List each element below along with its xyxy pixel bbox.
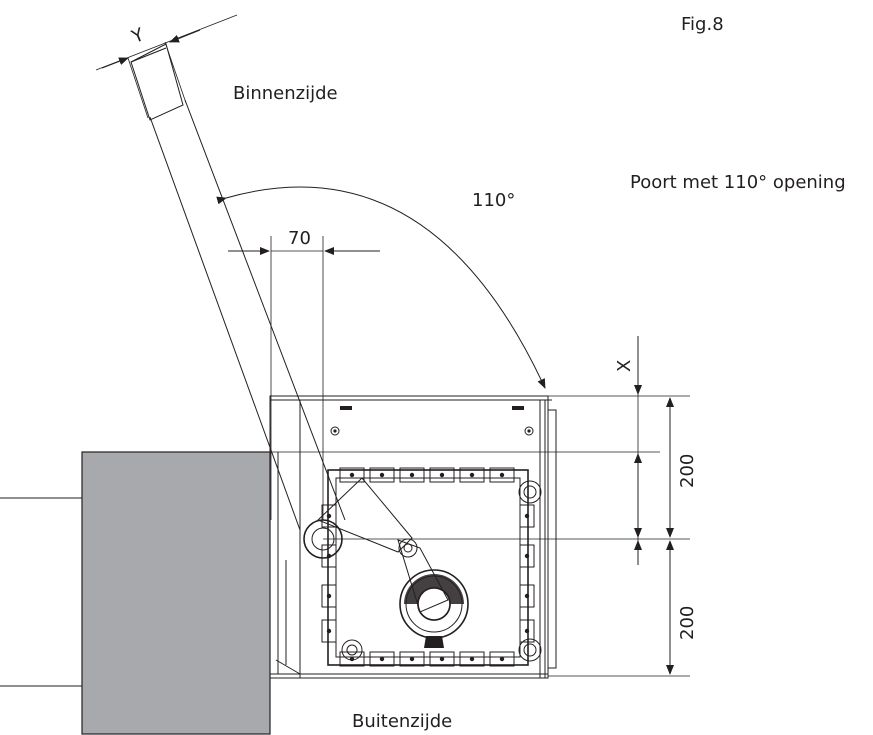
motor-shaft: [399, 569, 469, 648]
dimension-200-upper-label: 200: [677, 454, 698, 488]
motor-housing: [269, 395, 557, 679]
figure-label: Fig.8: [681, 14, 724, 35]
outside-label: Buitenzijde: [352, 711, 452, 732]
dimension-70-label: 70: [288, 228, 311, 249]
dimension-70: 70: [228, 228, 380, 520]
dimension-200-lower: 200: [666, 540, 698, 675]
dimension-y: Y: [95, 14, 238, 119]
opening-angle-arc: [216, 186, 546, 389]
dimension-x: X: [614, 336, 642, 565]
inside-label: Binnenzijde: [233, 83, 338, 104]
dimension-x-label: X: [614, 360, 635, 372]
opening-caption: Poort met 110° opening: [630, 172, 846, 193]
pillar: [0, 451, 271, 735]
reference-lines: [270, 395, 690, 677]
motor-frame: [321, 467, 542, 667]
dimension-200-upper: 200: [666, 397, 698, 538]
angle-label: 110°: [472, 190, 515, 211]
dimension-y-label: Y: [128, 24, 148, 48]
dimension-200-lower-label: 200: [677, 606, 698, 640]
